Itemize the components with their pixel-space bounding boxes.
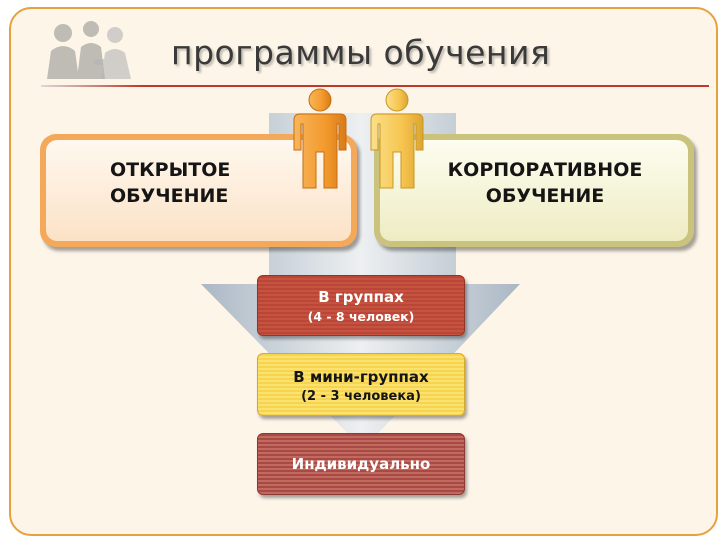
- person-figure-icon: [370, 88, 424, 189]
- format-individual-bar: Индивидуально: [257, 433, 465, 495]
- format-mini-groups-bar: В мини-группах (2 - 3 человека): [257, 353, 465, 416]
- format-mini-groups-label: В мини-группах: [293, 368, 429, 386]
- open-training-label: ОТКРЫТОЕ ОБУЧЕНИЕ: [110, 159, 231, 207]
- title-divider: [41, 85, 709, 87]
- format-groups-bar: В группах (4 - 8 человек): [257, 275, 465, 336]
- person-figure-icon: [293, 88, 347, 189]
- format-individual-label: Индивидуально: [291, 455, 431, 473]
- people-silhouette-logo-icon: [47, 21, 131, 79]
- corporate-training-card: [374, 134, 694, 247]
- format-groups-label: В группах: [318, 288, 404, 306]
- format-mini-groups-detail: (2 - 3 человека): [301, 389, 421, 404]
- format-groups-detail: (4 - 8 человек): [307, 309, 415, 324]
- corporate-training-label: КОРПОРАТИВНОЕ ОБУЧЕНИЕ: [447, 159, 643, 207]
- slide: программы обучения: [9, 7, 718, 536]
- page-title: программы обучения: [171, 33, 551, 72]
